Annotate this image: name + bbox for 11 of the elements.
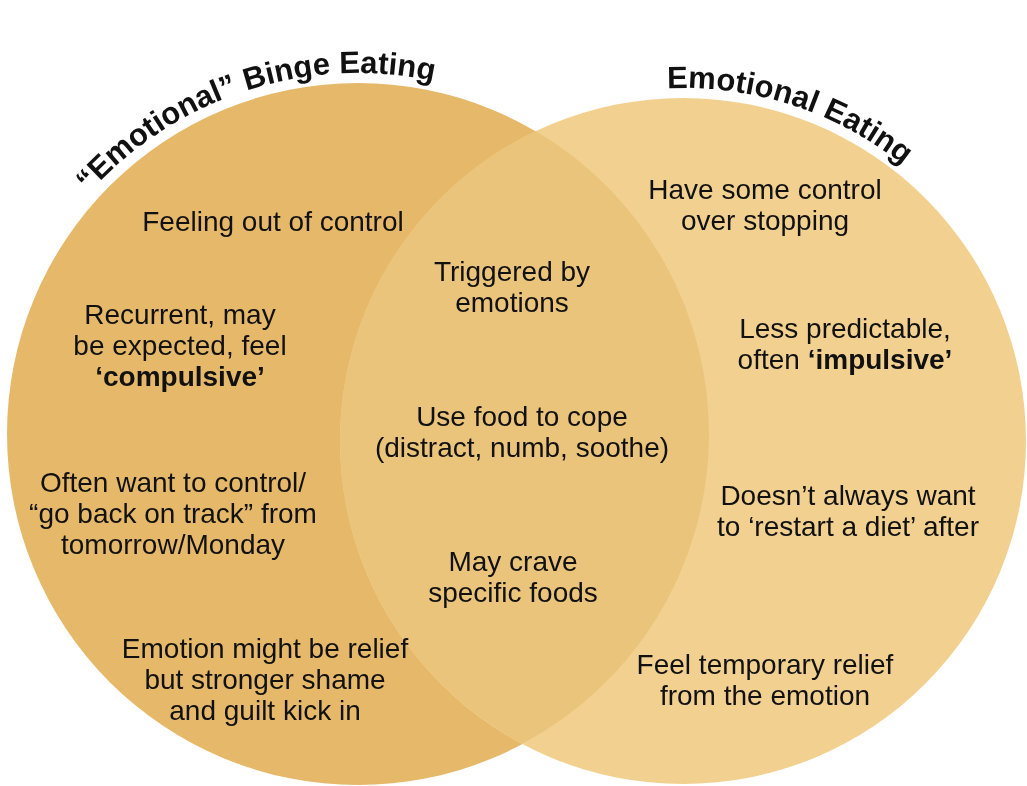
item-text: Emotion might be relief but stronger shame and guilt kick in <box>120 633 410 726</box>
item-text: Have some control over stopping <box>647 174 883 236</box>
item-text: Use food to cope (distract, numb, soothe) <box>373 401 671 463</box>
item-text: Feel temporary relief from the emotion <box>635 649 895 711</box>
item-text: Less predictable, often ‘impulsive’ <box>736 313 954 375</box>
item-text: Often want to control/ “go back on track” from tomorrow/Monday <box>28 467 318 560</box>
item-text: May crave specific foods <box>427 546 599 608</box>
item-text: Triggered by emotions <box>432 256 592 318</box>
item-text: Feeling out of control <box>142 206 404 237</box>
item-text: Doesn’t always want to ‘restart a diet’ after <box>716 480 980 542</box>
item-text: Recurrent, may be expected, feel ‘compulsive’ <box>72 299 288 392</box>
